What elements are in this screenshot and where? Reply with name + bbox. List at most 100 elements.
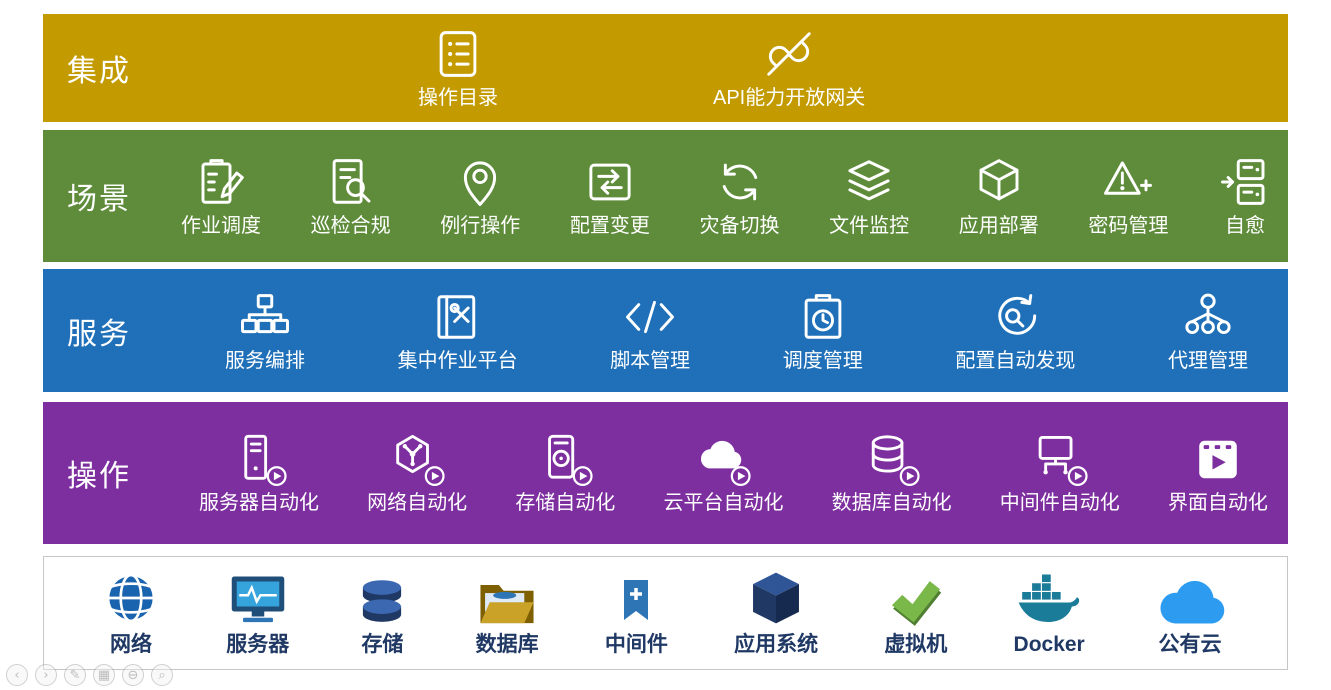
item-label: 数据库自动化	[831, 491, 952, 514]
integration-items: 操作目录 API能力开放网关	[173, 27, 1288, 109]
network-icon	[102, 569, 160, 627]
network-automation-icon	[388, 433, 446, 486]
item-docker: Docker	[1014, 571, 1085, 656]
item-ui-automation: 界面自动化	[1168, 433, 1268, 514]
app-system-icon	[747, 569, 805, 627]
item-database-automation: 数据库自动化	[832, 433, 952, 514]
prev-arrow-icon: ‹	[14, 667, 20, 683]
file-monitoring-icon	[842, 155, 896, 209]
slide-panel-button[interactable]: ▦	[93, 664, 115, 686]
item-label: 虚拟机	[884, 633, 948, 657]
item-label: 密码管理	[1088, 215, 1169, 237]
job-scheduling-icon	[194, 155, 248, 209]
item-label: 操作目录	[418, 87, 498, 109]
item-label: 应用系统	[734, 633, 819, 657]
item-label: 云平台自动化	[663, 491, 784, 514]
inspection-compliance-icon	[324, 155, 378, 209]
item-label: 存储	[361, 633, 404, 657]
item-operation-catalog: 操作目录	[418, 27, 498, 109]
item-api-gateway: API能力开放网关	[713, 27, 865, 109]
docker-icon	[1016, 571, 1082, 627]
next-slide-button[interactable]: ›	[35, 664, 57, 686]
prev-slide-button[interactable]: ‹	[6, 664, 28, 686]
item-label: 配置自动发现	[955, 349, 1076, 372]
app-deployment-icon	[972, 155, 1026, 209]
zoom-out-button[interactable]: ⊖	[122, 664, 144, 686]
band-label-integration: 集成	[67, 55, 131, 88]
storage-icon	[355, 575, 409, 627]
item-database: 数据库	[476, 573, 539, 656]
server-automation-icon	[230, 433, 288, 486]
password-management-icon	[1101, 155, 1155, 209]
item-label: 中间件	[604, 633, 668, 657]
item-label: 公有云	[1158, 633, 1222, 657]
operation-band: 操作 服务器自动化 网络自动化 存储自动化	[43, 402, 1288, 544]
item-label: 网络自动化	[367, 491, 468, 514]
middleware-icon	[612, 573, 660, 627]
item-disaster-recovery: 灾备切换	[700, 155, 780, 237]
middleware-automation-icon	[1031, 433, 1089, 486]
scenario-items: 作业调度 巡检合规 例行操作 配置变更	[173, 155, 1288, 237]
config-auto-discovery-icon	[988, 290, 1042, 344]
item-server-automation: 服务器自动化	[199, 433, 319, 514]
item-storage: 存储	[355, 575, 409, 656]
band-label-service: 服务	[67, 317, 131, 351]
magnifier-icon: ⌕	[158, 667, 166, 683]
cloud-automation-icon	[694, 433, 752, 486]
magnifier-button[interactable]: ⌕	[151, 664, 173, 686]
item-agent-management: 代理管理	[1168, 290, 1248, 372]
item-config-auto-discovery: 配置自动发现	[955, 290, 1075, 372]
database-icon	[477, 573, 537, 627]
disaster-recovery-icon	[713, 155, 767, 209]
ui-automation-icon	[1189, 433, 1247, 486]
item-public-cloud: 公有云	[1151, 575, 1229, 656]
item-central-job-platform: 集中作业平台	[398, 290, 518, 372]
resources-band: 网络 服务器 存储 数据库	[43, 556, 1288, 670]
api-gateway-icon	[762, 27, 816, 81]
item-script-management: 脚本管理	[610, 290, 690, 372]
storage-automation-icon	[536, 433, 594, 486]
band-label-operation: 操作	[67, 460, 131, 493]
item-network: 网络	[102, 569, 160, 656]
item-label: 代理管理	[1167, 349, 1248, 372]
item-storage-automation: 存储自动化	[515, 433, 615, 514]
item-label: 作业调度	[181, 215, 261, 237]
viewer-controls: ‹ › ✎ ▦ ⊖ ⌕	[6, 664, 173, 686]
database-automation-icon	[863, 433, 921, 486]
item-routine-operation: 例行操作	[440, 155, 520, 237]
resources-items: 网络 服务器 存储 数据库	[44, 569, 1287, 656]
item-vm: 虚拟机	[884, 572, 947, 656]
item-label: 调度管理	[782, 349, 863, 372]
routine-operation-icon	[453, 155, 507, 209]
item-label: 网络	[110, 633, 152, 657]
item-middleware: 中间件	[605, 573, 668, 656]
item-label: 集中作业平台	[397, 349, 518, 372]
item-file-monitoring: 文件监控	[829, 155, 909, 237]
item-label: 界面自动化	[1167, 491, 1268, 514]
item-label: 服务编排	[225, 349, 305, 372]
pen-icon: ✎	[69, 667, 81, 683]
agent-management-icon	[1181, 290, 1235, 344]
pen-tool-button[interactable]: ✎	[64, 664, 86, 686]
operation-items: 服务器自动化 网络自动化 存储自动化 云平台自动化	[173, 433, 1288, 514]
item-label: 灾备切换	[699, 215, 780, 237]
self-healing-icon	[1218, 155, 1272, 209]
item-network-automation: 网络自动化	[367, 433, 467, 514]
item-self-healing: 自愈	[1218, 155, 1272, 237]
server-icon	[228, 571, 288, 627]
item-cloud-automation: 云平台自动化	[663, 433, 783, 514]
item-label: 自愈	[1225, 215, 1265, 237]
band-label-scenario: 场景	[67, 183, 131, 216]
central-job-platform-icon	[431, 290, 485, 344]
item-middleware-automation: 中间件自动化	[1000, 433, 1120, 514]
service-band: 服务 服务编排 集中作业平台 脚本管理	[43, 269, 1288, 392]
grid-icon: ▦	[97, 667, 111, 683]
item-label: 文件监控	[829, 215, 910, 237]
scenario-band: 场景 作业调度 巡检合规 例行操作	[43, 130, 1288, 262]
item-password-management: 密码管理	[1088, 155, 1168, 237]
item-label: 中间件自动化	[999, 491, 1120, 514]
item-label: 配置变更	[569, 215, 650, 237]
item-config-change: 配置变更	[570, 155, 650, 237]
item-label: 巡检合规	[310, 215, 391, 237]
architecture-diagram: 集成 操作目录 API能力开放网关 场景 作业调度	[43, 14, 1288, 670]
